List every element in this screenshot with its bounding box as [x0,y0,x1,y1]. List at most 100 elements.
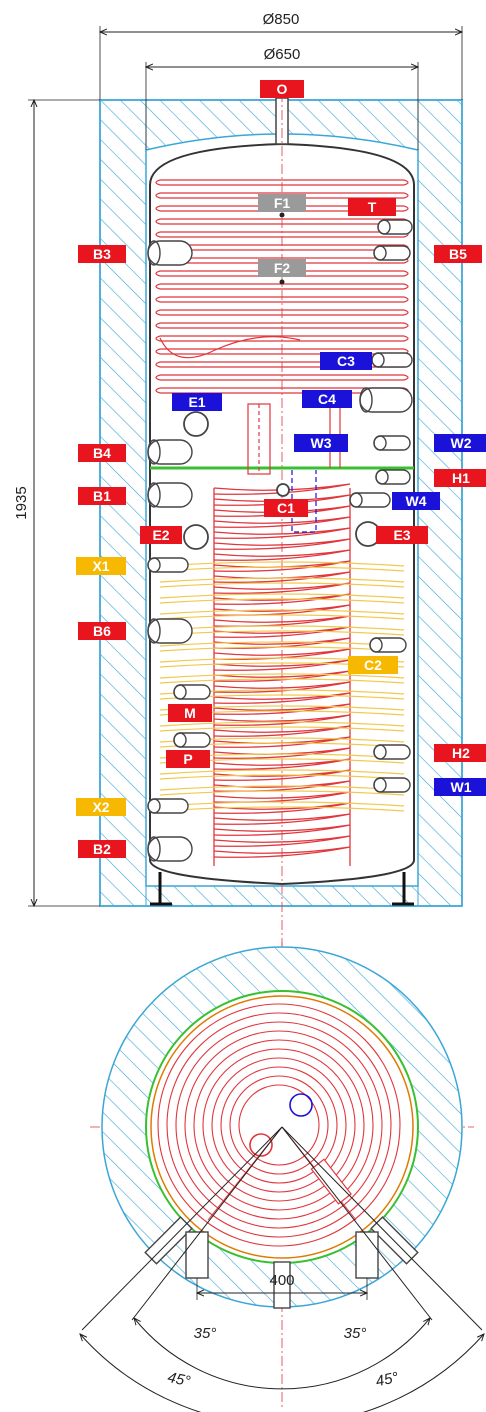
yellow-coil-turn [159,609,405,620]
upper-coil-bend [155,205,161,212]
plan-coil-ring [175,1021,383,1229]
connection-label-f1: F1 [258,194,306,212]
yellow-coil-turn [159,801,405,812]
connection-label-text: E3 [393,527,410,543]
connection-label-text: B2 [93,841,111,857]
upper-coil-bend [403,309,409,316]
yellow-coil-turn [159,785,405,796]
connection-label-text: B1 [93,488,111,504]
plan-coil-ring [211,1057,347,1193]
side-pipe [173,684,211,700]
upper-coil-bend [155,283,161,290]
side-pipe [147,618,193,644]
sensor-point-f1 [279,212,285,218]
side-pipe [373,245,411,261]
upper-coil-bend [403,283,409,290]
connection-label-b1: B1 [78,487,126,505]
connection-label-text: T [368,199,377,215]
upper-coil-turn [160,296,404,303]
upper-coil-bend [155,231,161,238]
side-pipe [173,732,211,748]
plan-view: 400 35° 35° 45° 45° [80,942,484,1412]
connection-label-b6: B6 [78,622,126,640]
connection-label-e2: E2 [140,526,182,544]
upper-coil-bend [155,387,161,394]
upper-coil-bend [155,296,161,303]
connection-label-text: C3 [337,353,355,369]
plan-red-port [249,1133,273,1157]
connection-label-text: E1 [188,394,205,410]
side-pipe [369,637,407,653]
blue-riser [291,470,317,533]
sensor-port [183,524,209,550]
upper-coil-bend [403,335,409,342]
connection-label-b5: B5 [434,245,482,263]
side-pipe [147,439,193,465]
sensor-port [183,411,209,437]
connection-label-c2: C2 [348,656,398,674]
connection-label-text: W1 [451,779,472,795]
angle-inner-left-label: 35° [194,1325,217,1342]
plan-coils [157,1003,401,1247]
plan-stub-center [273,1261,291,1309]
upper-coil-bend [155,374,161,381]
dimension-height: 1935 [13,100,100,906]
side-pipe [147,482,193,508]
connection-label-text: O [277,81,288,97]
sensor-point-f2 [279,279,285,285]
connection-label-h1: H1 [434,469,486,487]
upper-coil-turn [160,244,404,251]
connection-label-text: B6 [93,623,111,639]
connection-label-e3: E3 [376,526,428,544]
upper-coil-turn [160,335,404,342]
connection-label-o: O [260,80,304,98]
yellow-coil-turn [159,769,405,780]
side-pipe [371,352,413,368]
plan-coil-ring [202,1048,356,1202]
sensor-port [276,483,290,497]
connection-label-c1: C1 [264,499,308,517]
connection-label-f2: F2 [258,259,306,277]
connection-label-text: X2 [92,799,109,815]
connection-label-text: H1 [452,470,470,486]
connection-label-w3: W3 [294,434,348,452]
side-pipe [349,492,391,508]
upper-coil-bend [403,179,409,186]
upper-coil-bend [155,270,161,277]
plan-coil-ring [157,1003,401,1247]
connection-label-text: B3 [93,246,111,262]
upper-coil-turn [160,179,404,186]
upper-coil-turn [160,309,404,316]
angle-inner-right-label: 35° [344,1325,367,1342]
upper-coil-bend [403,374,409,381]
side-pipe [147,240,193,266]
side-pipe [377,219,413,235]
connection-label-text: X1 [92,558,109,574]
plan-coil-ring [238,1084,320,1166]
lower-coil-turn [213,483,351,495]
connection-label-text: P [183,751,192,767]
connection-label-text: E2 [152,527,169,543]
upper-coil-bend [403,296,409,303]
connection-label-t: T [348,198,396,216]
upper-coil-bend [155,309,161,316]
upper-coil-bend [155,348,161,355]
connection-label-b3: B3 [78,245,126,263]
connection-label-text: C2 [364,657,382,673]
connection-label-text: C1 [277,500,295,516]
connection-label-text: F1 [274,195,291,211]
angle-dimensions [80,1126,484,1412]
connection-label-x1: X1 [76,557,126,575]
plan-coil-ring [166,1012,392,1238]
upper-coil-bend [403,270,409,277]
plan-inner-pipe [310,1158,352,1205]
upper-coil-return [159,336,301,359]
side-pipe [375,469,411,485]
connection-label-c3: C3 [320,352,372,370]
side-connections [147,212,413,862]
connection-label-text: F2 [274,260,291,276]
yellow-coil-turn [159,561,405,572]
side-pipe [147,557,189,573]
spacing-label: 400 [269,1272,294,1289]
connection-label-text: W4 [406,493,427,509]
